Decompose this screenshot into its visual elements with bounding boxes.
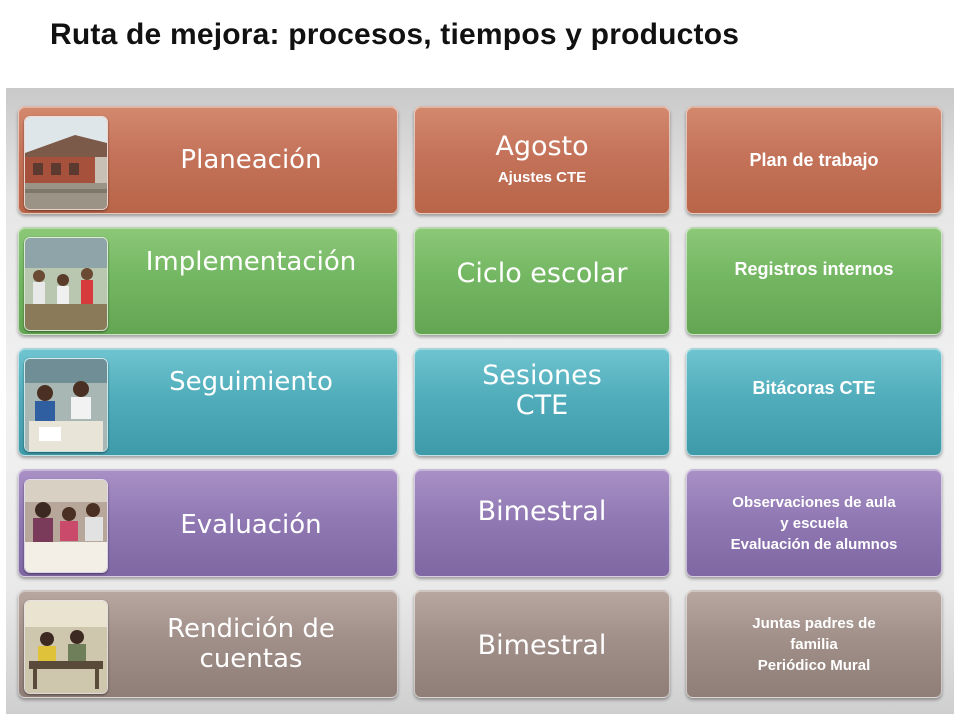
time-box-agosto: Agosto Ajustes CTE [414, 106, 670, 214]
stage-label: Evaluación [180, 510, 322, 540]
classroom-students-photo [24, 237, 108, 331]
product-line: Evaluación de alumnos [730, 535, 898, 553]
time-sub-label: Ajustes CTE [497, 169, 587, 186]
product-box-observaciones: Observaciones de aula y escuela Evaluaci… [686, 469, 942, 577]
time-box-bimestral-1: Bimestral [414, 469, 670, 577]
time-label: Bimestral [477, 630, 607, 661]
product-line: familia [790, 635, 838, 653]
stage-label: Implementación [145, 247, 357, 277]
time-box-sesiones: Sesiones CTE [414, 348, 670, 456]
product-line: y escuela [780, 514, 848, 532]
product-line: Plan de trabajo [749, 149, 879, 170]
time-box-ciclo: Ciclo escolar [414, 227, 670, 335]
school-building-photo [24, 116, 108, 210]
time-label: Bimestral [477, 496, 607, 527]
product-line: Observaciones de aula [732, 493, 896, 511]
stage-label: Planeación [180, 145, 322, 175]
students-working-photo [24, 358, 108, 452]
parents-meeting-photo [24, 600, 108, 694]
product-box-juntas: Juntas padres de familia Periódico Mural [686, 590, 942, 698]
page-title: Ruta de mejora: procesos, tiempos y prod… [50, 18, 740, 51]
product-line: Bitácoras CTE [752, 377, 876, 398]
time-label: Agosto [495, 131, 589, 162]
stage-label: Seguimiento [169, 367, 333, 397]
product-box-registros: Registros internos [686, 227, 942, 335]
product-box-bitacoras: Bitácoras CTE [686, 348, 942, 456]
time-label: Ciclo escolar [456, 258, 628, 289]
product-box-plan: Plan de trabajo [686, 106, 942, 214]
stage-label: Rendición de cuentas [167, 614, 335, 674]
product-line: Registros internos [734, 258, 894, 279]
time-box-bimestral-2: Bimestral [414, 590, 670, 698]
teachers-meeting-photo [24, 479, 108, 573]
product-line: Periódico Mural [757, 656, 871, 674]
time-label: Sesiones CTE [482, 360, 602, 421]
product-line: Juntas padres de [752, 614, 876, 632]
